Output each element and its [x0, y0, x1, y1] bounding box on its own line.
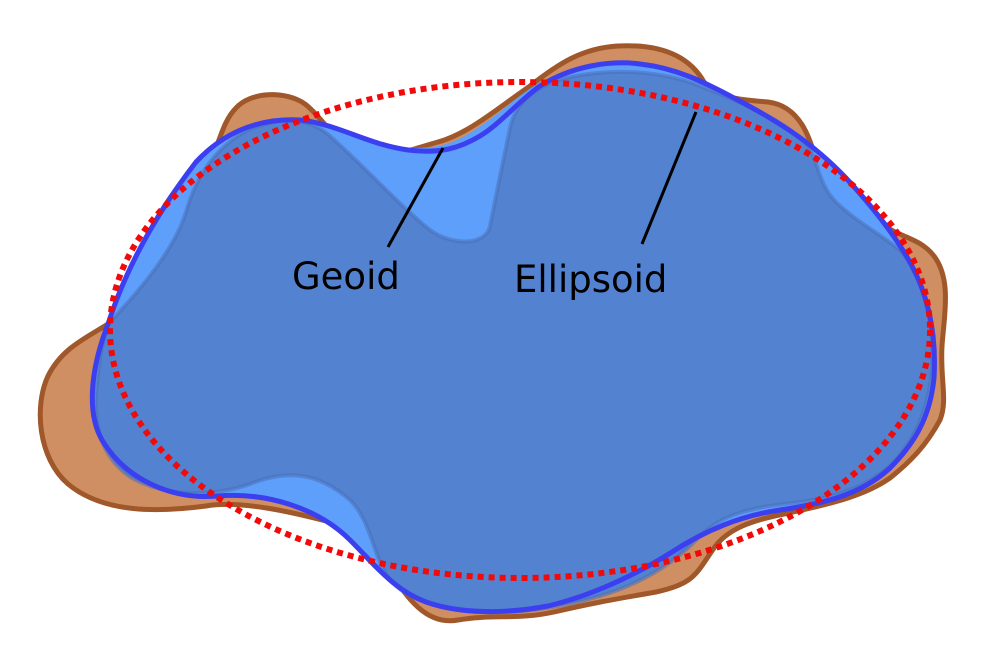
geoid-leader-line [386, 147, 445, 248]
ellipsoid-outline [107, 79, 933, 581]
ellipsoid-leader-line [640, 111, 698, 245]
geoid-label: Geoid [292, 255, 400, 298]
geoid-outline [89, 60, 937, 615]
ellipsoid-label: Ellipsoid [514, 258, 667, 301]
